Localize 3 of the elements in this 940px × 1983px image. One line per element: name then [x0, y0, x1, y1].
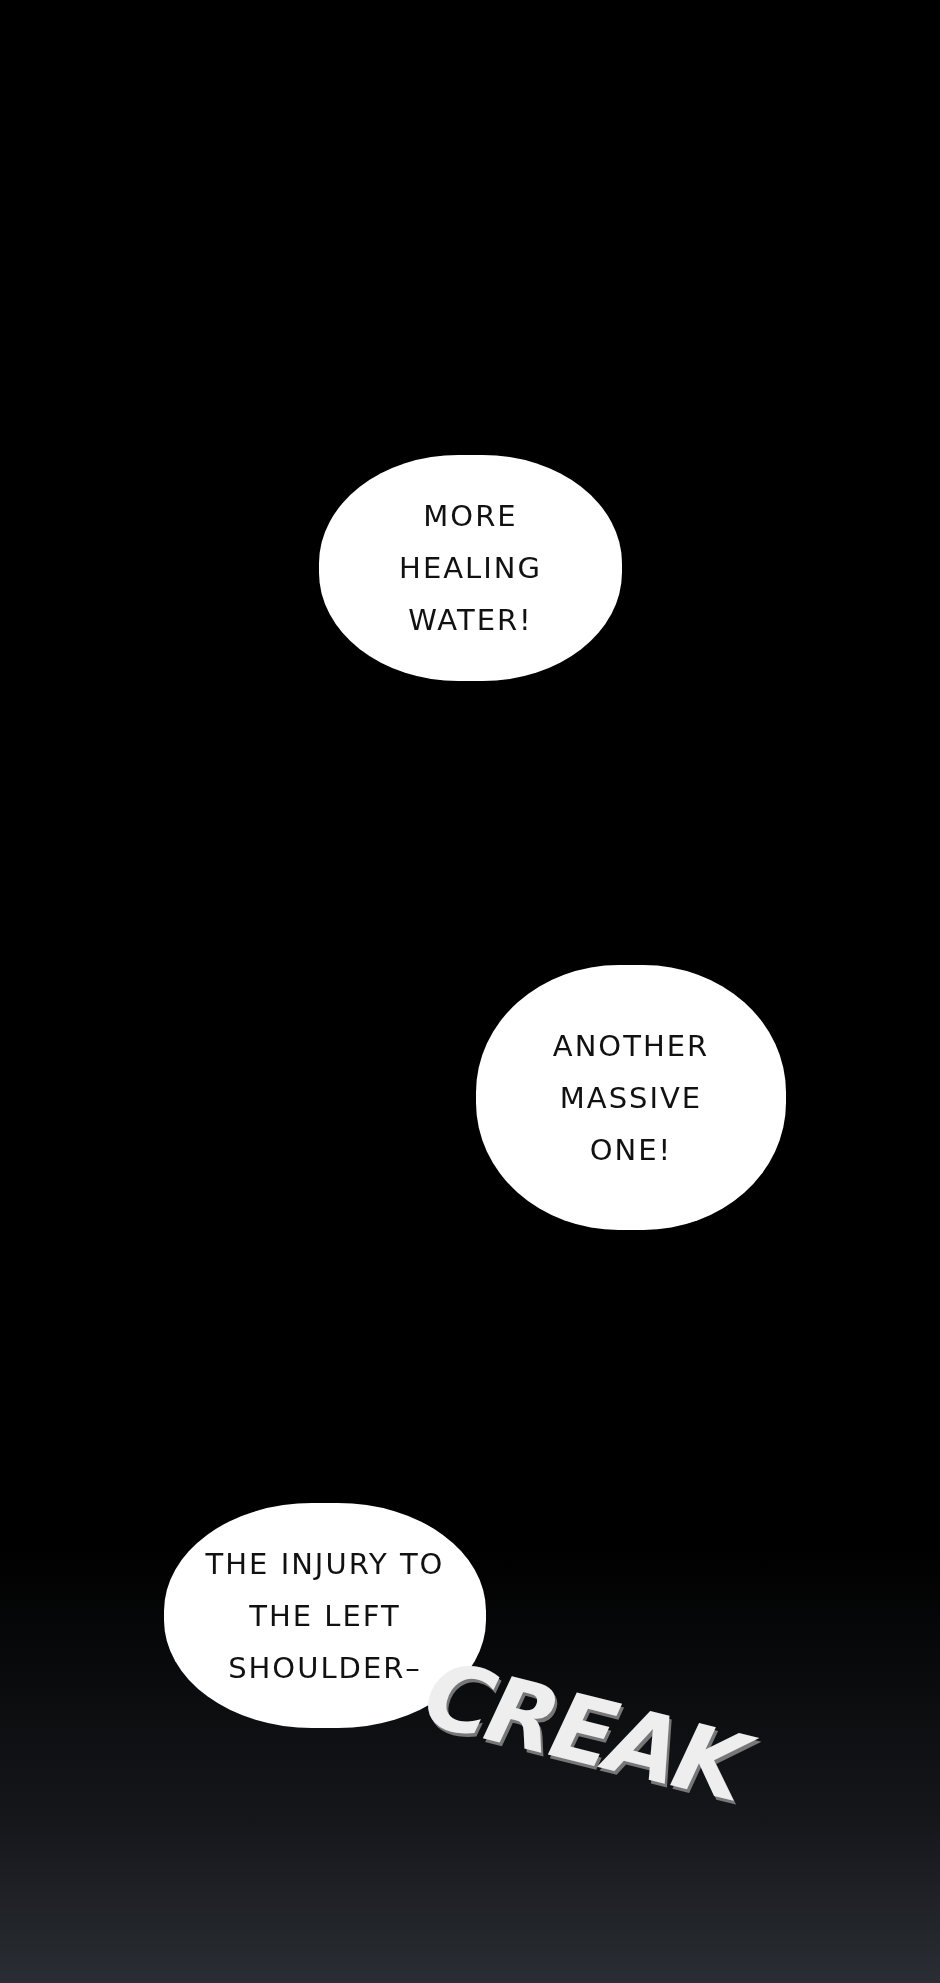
dialogue-text: MORE HEALING WATER! [398, 498, 543, 639]
dialogue-text: ANOTHER MASSIVE ONE! [551, 1027, 711, 1169]
dialogue-text: THE INJURY TO THE LEFT SHOULDER– [204, 1545, 445, 1685]
